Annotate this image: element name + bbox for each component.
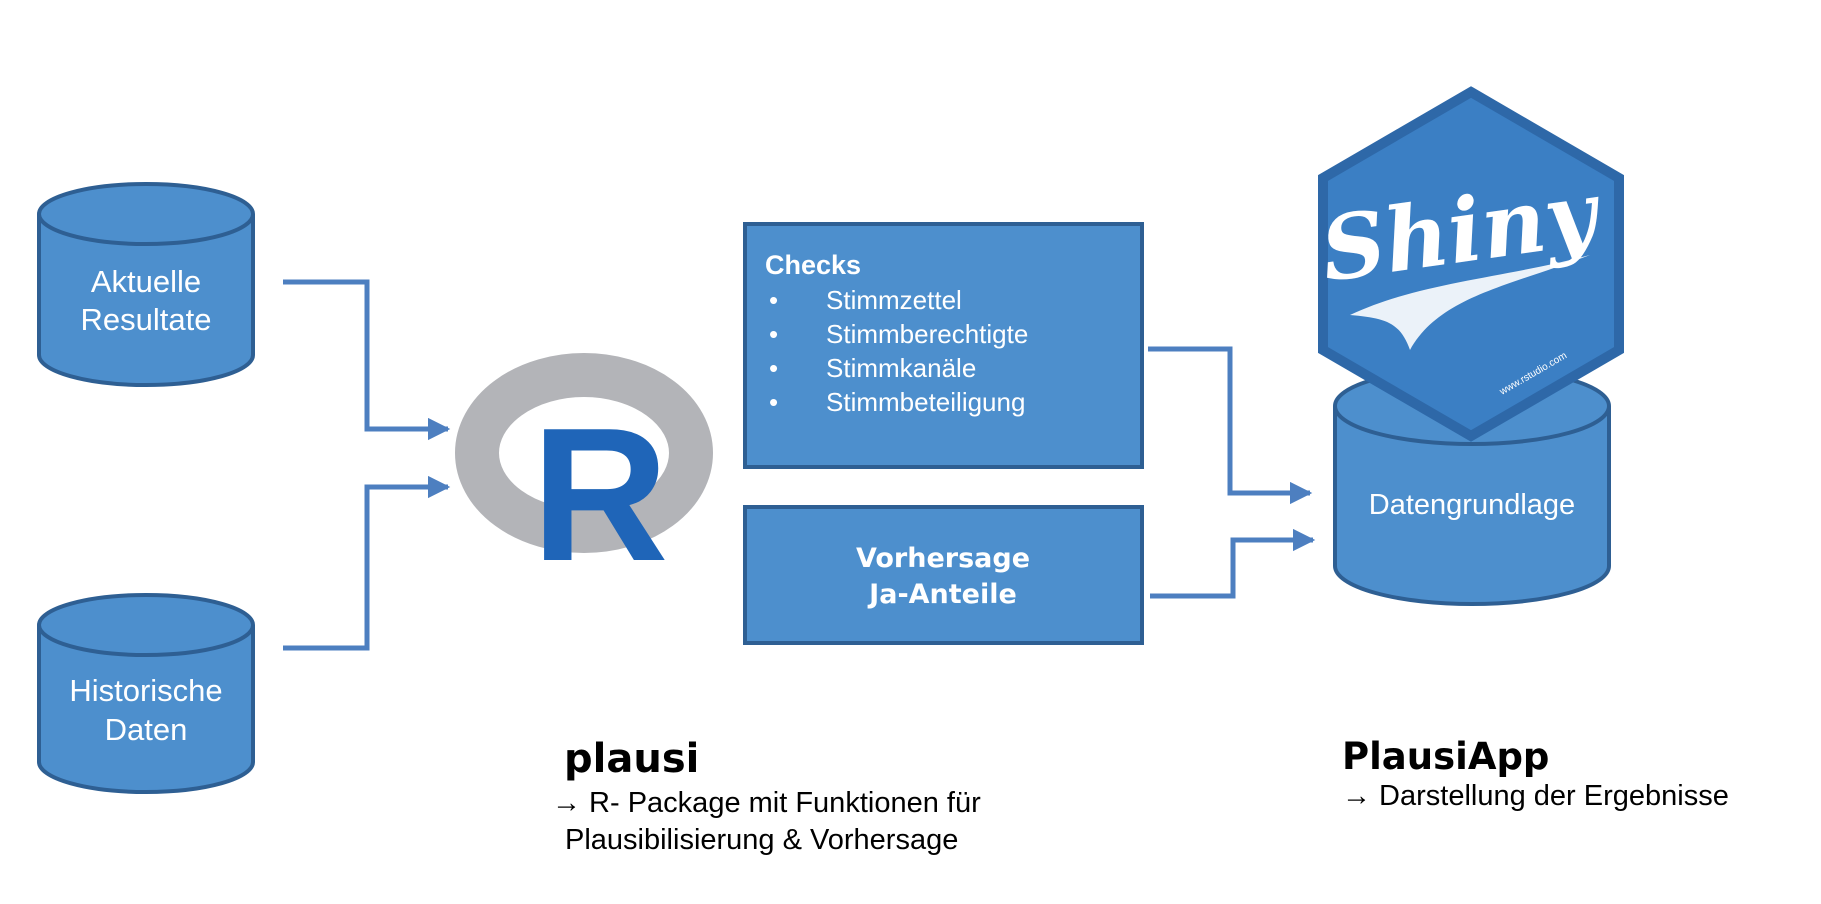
database-historische-label-1: Historische <box>69 673 222 708</box>
database-aktuelle-resultate: Aktuelle Resultate <box>37 182 255 387</box>
plausiapp-title: PlausiApp <box>1342 735 1550 778</box>
checks-bullet: • <box>769 285 778 315</box>
checks-item-stimmbeteiligung: Stimmbeteiligung <box>826 387 1025 417</box>
arrow-checks-to-db <box>1148 346 1313 505</box>
r-logo-ring <box>455 353 713 553</box>
checks-bullet: • <box>769 353 778 383</box>
checks-bullet: • <box>769 387 778 417</box>
plausi-desc-line-1: → R- Package mit Funktionen für <box>552 787 981 819</box>
forecast-box: Vorhersage Ja-Anteile <box>743 505 1144 645</box>
checks-item-stimmberechtigte: Stimmberechtigte <box>826 319 1028 349</box>
arrow-forecast-to-db <box>1150 528 1316 599</box>
database-historische-daten: Historische Daten <box>37 593 255 794</box>
plausi-title: plausi <box>564 736 700 782</box>
datengrundlage-label: Datengrundlage <box>1369 489 1575 521</box>
database-historische-label-2: Daten <box>105 712 188 747</box>
shiny-hex-logo: Shiny www.rstudio.com <box>1315 86 1624 442</box>
arrow-aktuelle-to-r <box>283 279 451 441</box>
checks-item-stimmkanaele: Stimmkanäle <box>826 353 976 383</box>
r-logo: R <box>455 353 713 601</box>
plausiapp-desc: → Darstellung der Ergebnisse <box>1342 780 1729 812</box>
checks-title: Checks <box>765 250 861 280</box>
database-aktuelle-label-2: Resultate <box>81 302 212 337</box>
checks-list: • Stimmzettel • Stimmberechtigte • Stimm… <box>769 285 1028 417</box>
forecast-line-2: Ja-Anteile <box>867 579 1017 610</box>
checks-bullet: • <box>769 319 778 349</box>
database-aktuelle-label-1: Aktuelle <box>91 264 201 299</box>
forecast-line-1: Vorhersage <box>856 543 1030 574</box>
plausi-desc-line-2: Plausibilisierung & Vorhersage <box>565 824 959 856</box>
r-logo-letter: R <box>531 389 668 601</box>
checks-box: Checks • Stimmzettel • Stimmberechtigte … <box>743 222 1144 469</box>
arrow-historische-to-r <box>283 475 451 651</box>
checks-item-stimmzettel: Stimmzettel <box>826 285 962 315</box>
shiny-swoosh <box>1350 255 1590 350</box>
